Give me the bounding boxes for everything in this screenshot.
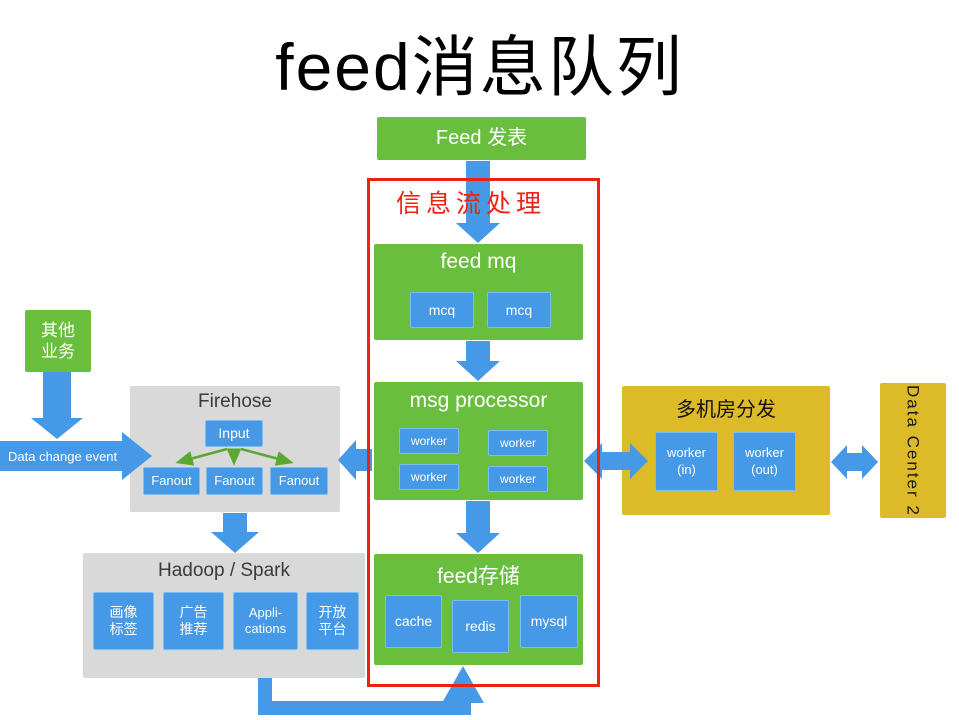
hadoop-spark-panel: Hadoop / Spark 画像 标签 广告 推荐 Appli- cation… <box>83 553 365 678</box>
data-change-event-label: Data change event <box>8 449 118 464</box>
data-center-2-label: Data Center 2 <box>903 384 923 517</box>
multi-dc-title: 多机房分发 <box>676 399 776 421</box>
firehose-fanout-box: Fanout <box>143 467 200 495</box>
worker-in-line: worker <box>666 445 706 461</box>
firehose-title: Firehose <box>198 391 272 412</box>
hadoop-item-line: 广告 <box>179 603 208 620</box>
hadoop-item-line: 标签 <box>109 621 138 637</box>
worker-box: worker <box>399 464 459 490</box>
worker-out-line: worker <box>744 445 784 461</box>
mcq-box: mcq <box>487 292 551 328</box>
worker-in-box: worker (in) <box>655 432 718 491</box>
mysql-box: mysql <box>520 595 578 648</box>
firehose-input-box: Input <box>205 420 263 447</box>
arrow-otherbusiness-down <box>31 372 83 439</box>
feed-storage-title: feed存储 <box>437 565 520 588</box>
multi-dc-panel: 多机房分发 worker (in) worker (out) <box>622 386 830 515</box>
connector-horizontal-segment <box>258 701 471 715</box>
worker-box: worker <box>488 466 548 492</box>
other-business-line1: 其他 <box>41 320 75 340</box>
feed-publish-box: Feed 发表 <box>377 117 586 160</box>
worker-out-line: (out) <box>751 461 778 477</box>
firehose-fanout-box: Fanout <box>270 467 328 495</box>
cache-box: cache <box>385 595 442 648</box>
connector-vertical-segment <box>258 678 272 715</box>
worker-box: worker <box>488 430 548 456</box>
data-center-2-box: Data Center 2 <box>880 383 946 518</box>
hadoop-item-line: cations <box>244 621 287 636</box>
connector-up-arrowhead <box>442 666 484 703</box>
msg-processor-panel: msg processor worker worker worker worke… <box>374 382 583 500</box>
hadoop-spark-title: Hadoop / Spark <box>157 560 291 581</box>
hadoop-item-line: 画像 <box>109 603 138 620</box>
arrow-firehose-to-hadoop <box>211 513 259 553</box>
arrow-multidc-datacenter2-bidirectional <box>831 445 878 479</box>
worker-box: worker <box>399 428 459 454</box>
hadoop-item-portrait-tags: 画像 标签 <box>93 592 154 650</box>
pipeline-red-label: 信息流处理 <box>396 190 547 218</box>
arrow-feedmq-to-processor <box>456 341 500 381</box>
firehose-panel: Firehose Input Fanout Fanout Fanout <box>130 386 340 512</box>
worker-in-line: (in) <box>677 461 696 477</box>
arrow-processor-to-firehose <box>338 440 372 480</box>
hadoop-item-line: 推荐 <box>179 621 208 637</box>
redis-box: redis <box>452 600 509 653</box>
hadoop-item-ad-recommend: 广告 推荐 <box>163 592 224 650</box>
diagram-title: feed消息队列 <box>275 30 684 104</box>
hadoop-item-applications: Appli- cations <box>233 592 298 650</box>
other-business-line2: 业务 <box>41 342 75 361</box>
msg-processor-title: msg processor <box>409 389 548 412</box>
hadoop-item-line: Appli- <box>248 604 283 620</box>
feed-mq-title: feed mq <box>440 250 517 273</box>
hadoop-item-open-platform: 开放 平台 <box>306 592 359 650</box>
hadoop-item-line: 开放 <box>318 603 347 620</box>
worker-out-box: worker (out) <box>733 432 796 491</box>
firehose-fanout-box: Fanout <box>206 467 263 495</box>
mcq-box: mcq <box>410 292 474 328</box>
hadoop-item-line: 平台 <box>318 621 347 637</box>
arrow-processor-to-storage <box>456 501 500 553</box>
feed-mq-panel: feed mq mcq mcq <box>374 244 583 340</box>
other-business-box: 其他 业务 <box>25 310 91 372</box>
feed-storage-panel: feed存储 cache redis mysql <box>374 554 583 665</box>
